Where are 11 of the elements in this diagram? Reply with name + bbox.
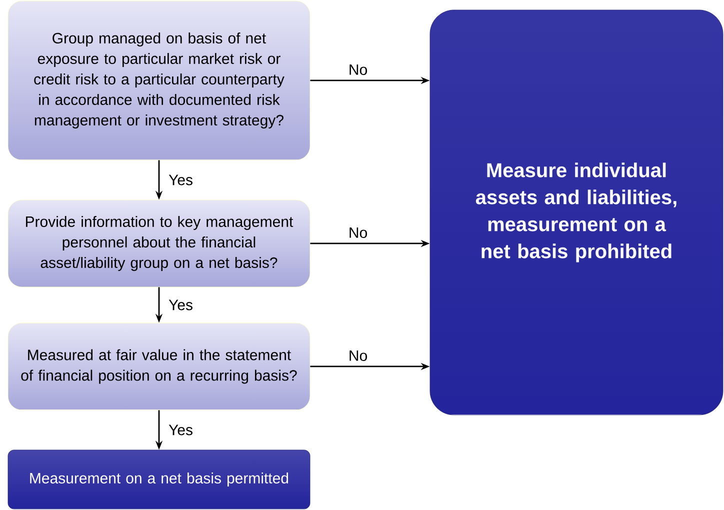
edge-label: Yes (168, 174, 192, 186)
edge-label: Yes (168, 300, 192, 310)
edge-label: No (350, 350, 367, 361)
result-box: Measure individual assets and liabilities, measurement on a net basis prohibited (430, 10, 724, 416)
decision-box: Measured at fair value in the statement of financial position on a recurring basis? (8, 322, 310, 410)
decision-box: Provide information to key management personnel about the financial asset/liability group on a net basis? (8, 200, 310, 288)
edge-label: No (350, 64, 367, 75)
decision-box: Group managed on basis of net exposure to particular market risk or credit risk to a particular counterparty in accordance with documented risk management or investment strategy? (8, 0, 310, 160)
edge-label: Yes (168, 424, 192, 436)
edge-label: No (350, 228, 367, 238)
result-box: Measurement on a net basis permitted (8, 450, 310, 510)
